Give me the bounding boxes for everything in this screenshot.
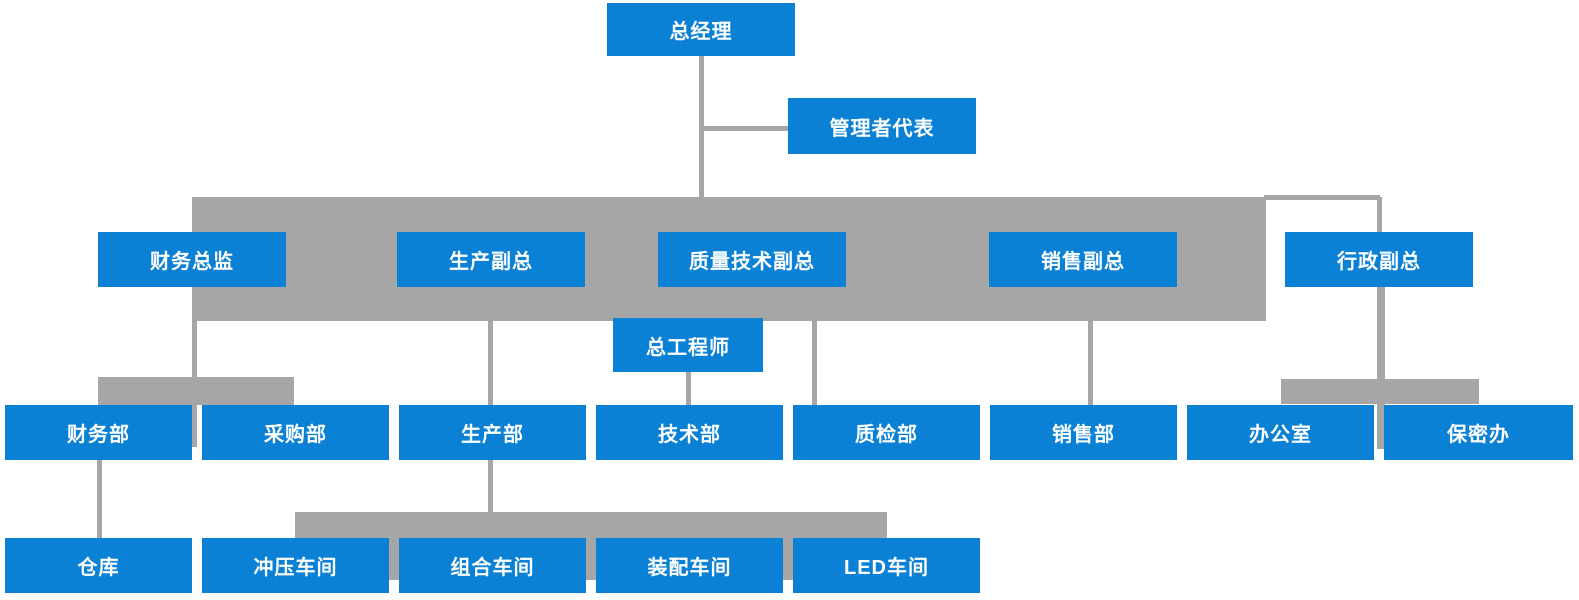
node-office: 办公室 [1187, 405, 1374, 460]
node-general-manager: 总经理 [607, 3, 795, 56]
node-sales-vp: 销售副总 [989, 232, 1177, 287]
node-production-vp: 生产副总 [397, 232, 585, 287]
node-led-workshop: LED车间 [793, 538, 980, 593]
node-sales-dept: 销售部 [990, 405, 1177, 460]
connector-finance-warehouse [97, 459, 102, 539]
node-chief-engineer: 总工程师 [613, 318, 763, 372]
connector-vp-sales-down [1088, 285, 1093, 406]
node-admin-vp: 行政副总 [1285, 232, 1473, 287]
connector-cfo-down [192, 285, 197, 447]
node-assembly-workshop: 装配车间 [596, 538, 783, 593]
node-tech-dept: 技术部 [596, 405, 783, 460]
node-combination-workshop: 组合车间 [399, 538, 586, 593]
node-warehouse: 仓库 [5, 538, 192, 593]
connector-chief-engineer-tech [686, 371, 691, 406]
connector-admin-horizontal [1264, 195, 1380, 200]
connector-admin-down [1377, 285, 1385, 449]
node-stamping-workshop: 冲压车间 [202, 538, 389, 593]
connector-gm-rep [701, 126, 790, 131]
connector-vp-quality-qc [812, 285, 817, 406]
node-qc-dept: 质检部 [793, 405, 980, 460]
connector-admin-top [1377, 197, 1382, 233]
node-finance-director: 财务总监 [98, 232, 286, 287]
connector-band-workshops [295, 512, 887, 580]
node-finance-dept: 财务部 [5, 405, 192, 460]
connector-vp-production-down [488, 285, 493, 406]
node-quality-tech-vp: 质量技术副总 [658, 232, 846, 287]
node-management-representative: 管理者代表 [788, 98, 976, 154]
node-production-dept: 生产部 [399, 405, 586, 460]
node-security-office: 保密办 [1384, 405, 1573, 460]
connector-production-workshops [488, 459, 493, 513]
node-purchasing-dept: 采购部 [202, 405, 389, 460]
